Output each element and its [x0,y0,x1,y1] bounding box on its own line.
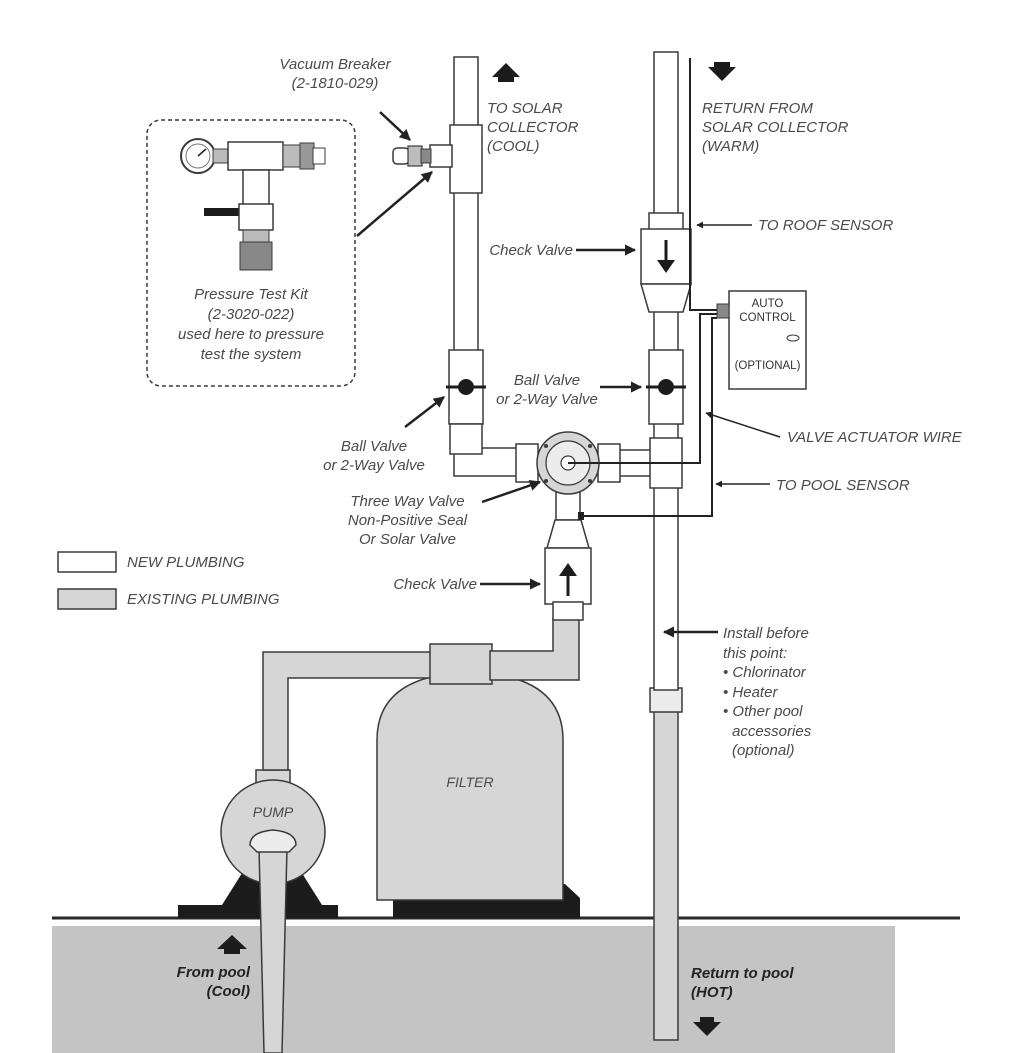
pressure-test-kit-part-number: (2-3020-022) [207,306,295,323]
vacuum-breaker-label: Vacuum Breaker (2-1810-029) [260,55,410,93]
valve-actuator-wire [568,313,717,464]
vacuum-breaker-stub [429,144,453,168]
arrow-down-return-icon [708,62,736,81]
auto-control-label: AUTO CONTROL [729,297,806,325]
install-before-label: Install before this point: • Chlorinator… [723,624,811,761]
return-from-solar-line3: (WARM) [702,138,760,155]
valve-actuator-wire-label: VALVE ACTUATOR WIRE [787,429,962,446]
pressure-test-kit-usage-line2: test the system [200,346,302,363]
from-pool-line1: From pool [176,964,250,981]
return-to-pool-line2: (HOT) [691,984,733,1001]
three-way-valve-line1: Three Way Valve [350,493,465,510]
ball-valve-left-line2: or 2-Way Valve [323,457,425,474]
filter-to-solar-pipe [489,617,580,681]
pump-label: PUMP [252,804,294,820]
pressure-test-kit-name: Pressure Test Kit [194,286,308,303]
pressure-test-kit-usage-line1: used here to pressure [178,326,324,343]
filter-pipe-union [429,643,493,685]
ball-valve-left-label: Ball Valve or 2-Way Valve [313,437,435,475]
install-before-line1: Install before [723,625,809,642]
install-before-other-line3: (optional) [732,742,795,759]
to-solar-line2: COLLECTOR [487,119,579,136]
to-roof-sensor-label: TO ROOF SENSOR [758,217,894,234]
arrow-down-return-pool-icon [693,1017,721,1036]
return-pipe-coupling [649,687,683,713]
ball-valve-right-line1: Ball Valve [513,372,581,389]
arrow-up-to-solar-icon [492,63,520,82]
auto-control-indicator [786,334,800,342]
legend-new-label: NEW PLUMBING [127,554,245,571]
roof-sensor-wire [689,58,717,311]
actuator-wire-leader [705,411,781,438]
to-solar-line1: TO SOLAR [487,100,563,117]
vacuum-breaker-tee [449,124,483,194]
pool-sensor-probe [578,512,584,520]
pump-base [178,870,338,918]
arrow-up-from-pool-icon [217,935,247,954]
three-way-valve-line2: Non-Positive Seal [347,512,468,529]
to-pool-sensor-label: TO POOL SENSOR [776,477,910,494]
install-before-heater: • Heater [723,683,778,701]
legend-existing-label: EXISTING PLUMBING [127,591,280,608]
return-from-solar-line2: SOLAR COLLECTOR [702,119,849,136]
check-valve-top [640,212,692,313]
install-before-chlorinator: • Chlorinator [723,664,806,681]
ball-valve-left-line1: Ball Valve [340,438,408,455]
to-solar-line3: (COOL) [487,138,540,155]
legend-new-swatch [57,551,117,573]
ball-valve-right-line2: or 2-Way Valve [496,391,598,408]
return-to-pool-line1: Return to pool [691,965,794,982]
ball-valve-right-label: Ball Valve or 2-Way Valve [492,371,602,409]
three-way-valve-leader [481,479,542,504]
return-to-pool-label: Return to pool (HOT) [691,964,793,1002]
three-way-valve-line3: Or Solar Valve [359,531,456,548]
vacuum-breaker-name: Vacuum Breaker [279,56,391,73]
from-pool-line2: (Cool) [206,983,250,1000]
vacuum-breaker-leader [379,111,411,141]
pump-inlet-pipe [258,847,288,1053]
install-before-other-line2: accessories [732,722,812,740]
horizontal-pipe-left-fitting [449,423,483,455]
check-valve-bottom [544,519,592,621]
three-way-valve-label: Three Way Valve Non-Positive Seal Or Sol… [335,492,480,549]
vacuum-breaker-part-number: (2-1810-029) [291,75,379,92]
auto-control-line1: AUTO [751,298,784,310]
auto-control-connector [716,303,730,319]
check-valve-bottom-label: Check Valve [393,576,477,593]
return-from-solar-label: RETURN FROM SOLAR COLLECTOR (WARM) [702,99,848,156]
ground-area [52,926,895,1053]
filter-label: FILTER [446,774,494,790]
return-to-pool-pipe [653,687,679,1041]
auto-control-line2: CONTROL [739,312,796,324]
install-before-line2: this point: [723,644,788,662]
check-valve-top-label: Check Valve [489,242,573,259]
left-horizontal-union [515,443,539,483]
pressure-kit-leader [356,171,433,237]
ball-valve-left-leader [404,396,445,428]
to-solar-collector-label: TO SOLAR COLLECTOR (COOL) [487,99,578,156]
return-from-solar-line1: RETURN FROM [702,100,813,117]
ball-valve-left [446,349,486,425]
pressure-test-kit-icon [180,138,326,271]
legend-existing-swatch [57,588,117,610]
pump-inlet-collar [249,829,297,853]
install-before-other-line1: • Other pool [723,703,803,720]
from-pool-label: From pool (Cool) [150,963,250,1001]
auto-control-optional-label: (OPTIONAL) [734,360,801,372]
ball-valve-right [646,349,686,425]
three-way-valve [536,431,600,521]
pressure-test-kit-label: Pressure Test Kit (2-3020-022) used here… [150,285,352,365]
vacuum-breaker-icon [392,145,432,167]
